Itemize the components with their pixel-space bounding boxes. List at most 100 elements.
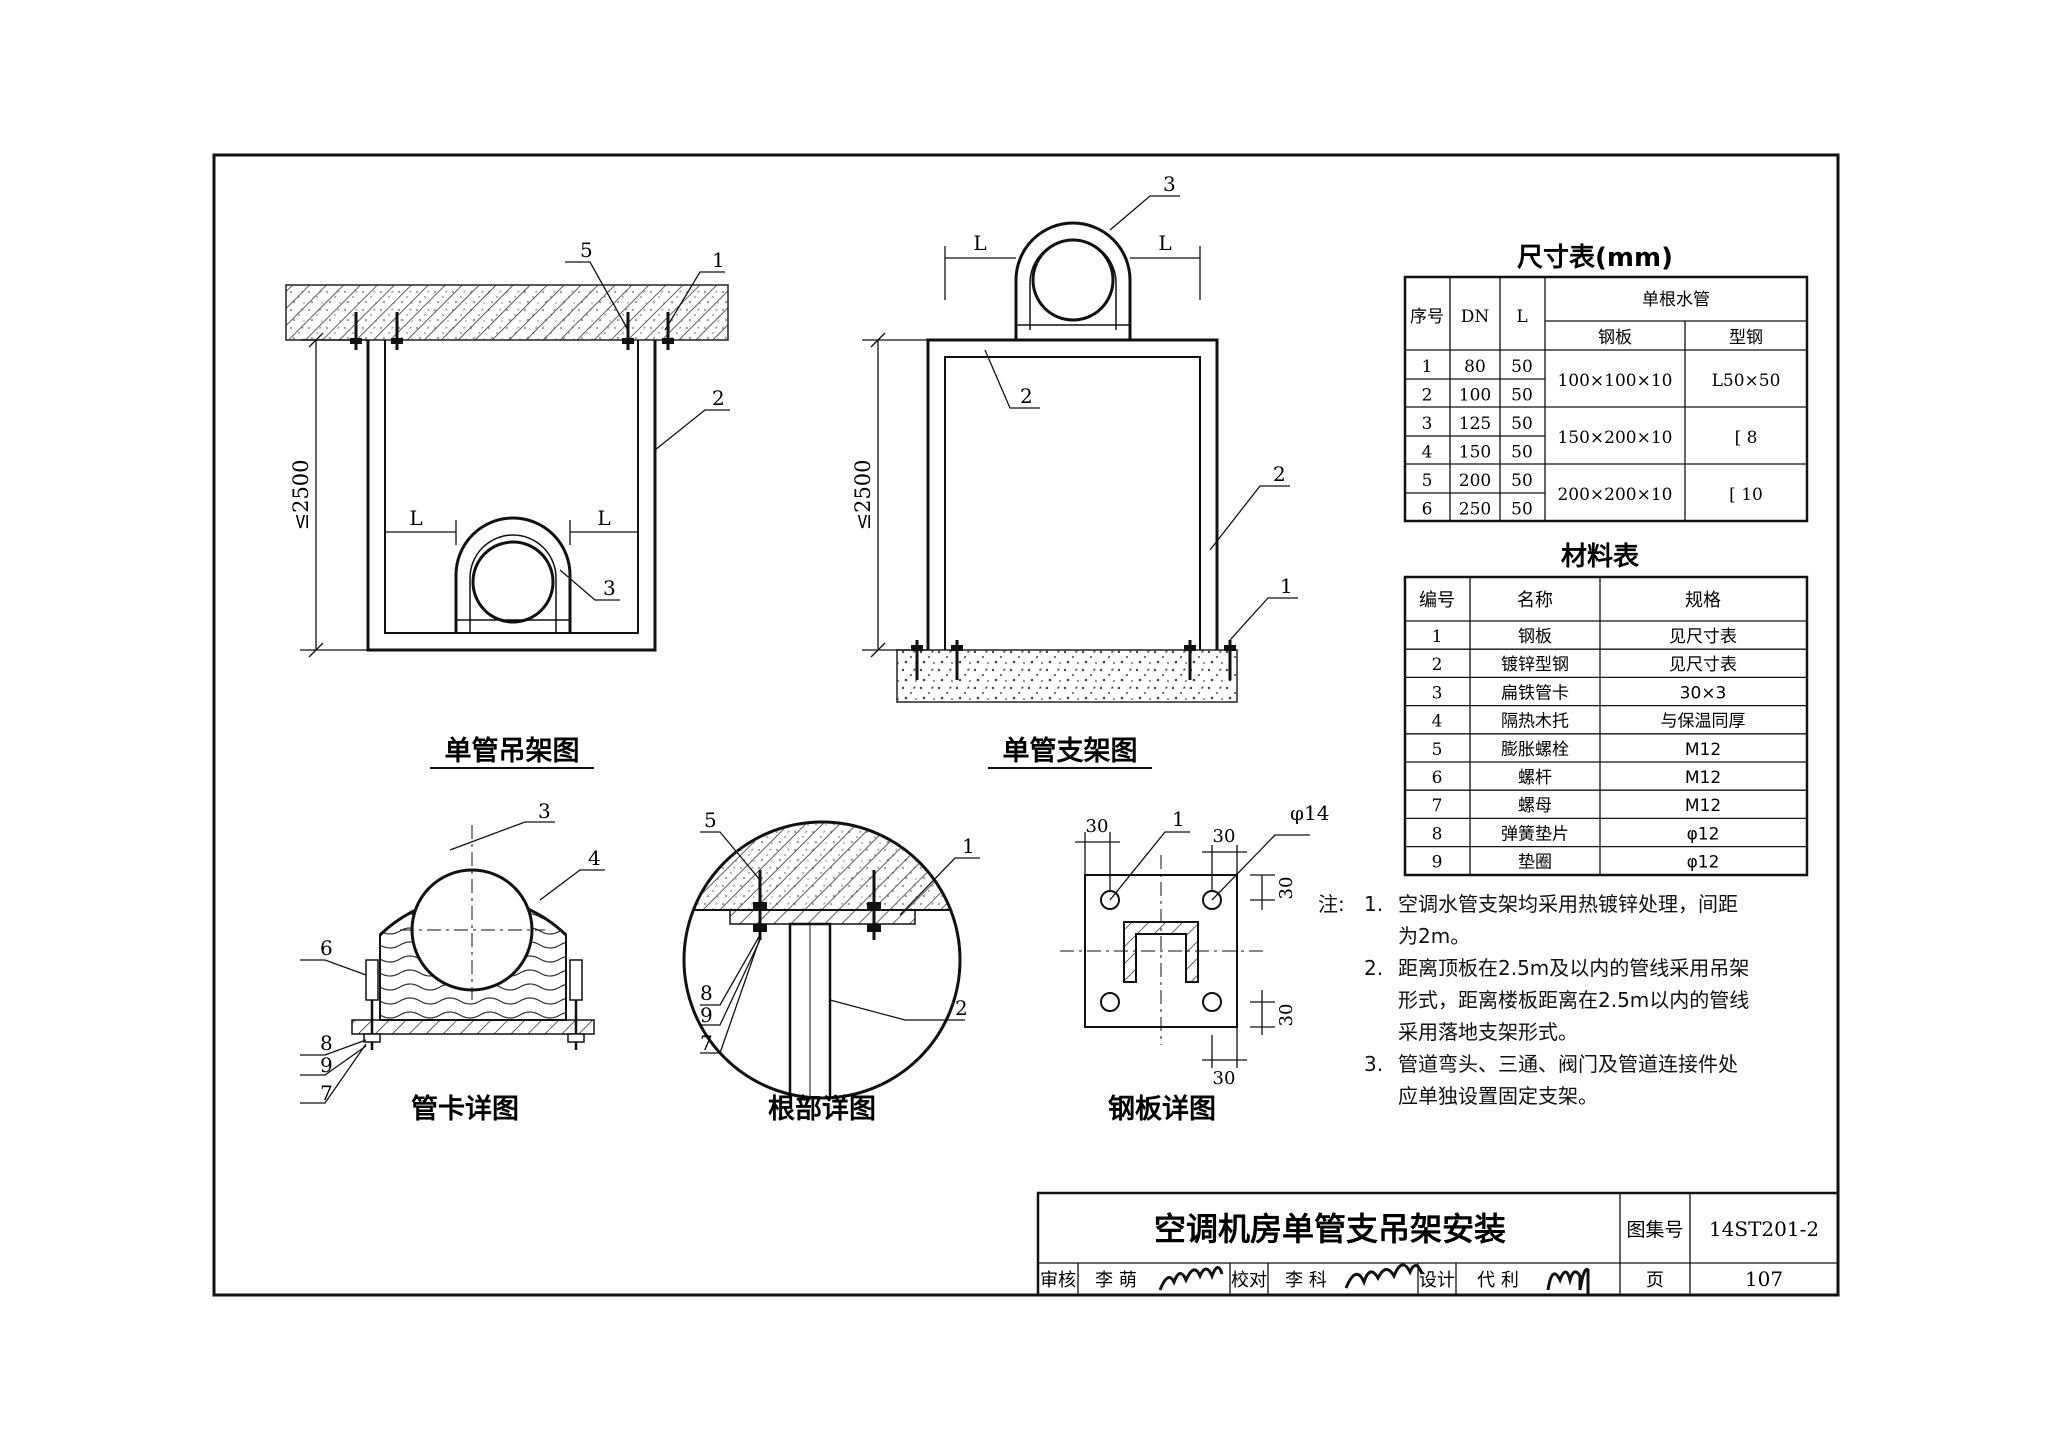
title-block: 空调机房单管支吊架安装 图集号 14ST201-2 审核 李 萌 校对 李 科 … xyxy=(1036,1191,1840,1297)
callout-2-support-b: 2 xyxy=(1273,462,1286,486)
hanger-view: L L ≤2500 1 5 2 3 单管吊架图 xyxy=(285,238,730,769)
size-row-no: 2 xyxy=(1422,386,1433,406)
material-row-no: 6 xyxy=(1432,768,1443,788)
dim-30-top-left: 30 xyxy=(1086,816,1109,837)
pipe xyxy=(471,540,555,624)
material-row-no: 5 xyxy=(1432,740,1443,760)
callout-2-support-a: 2 xyxy=(1020,384,1033,408)
callout-3: 3 xyxy=(603,576,616,600)
hanger-frame xyxy=(366,340,657,652)
callout-8-root: 8 xyxy=(700,981,713,1005)
plate-detail-view: 30 30 30 30 30 1 φ14 钢板详图 xyxy=(1060,801,1329,1125)
designer-name: 代 利 xyxy=(1477,1270,1519,1291)
support-view: L L ≤2500 3 2 2 1 单管支架图 xyxy=(851,172,1298,769)
size-row-no: 5 xyxy=(1422,471,1433,491)
page-label: 页 xyxy=(1646,1270,1664,1291)
callout-3-clamp: 3 xyxy=(538,799,551,823)
dim-l-left-support: L xyxy=(973,231,986,255)
notes-label: 注: xyxy=(1318,892,1345,916)
material-table-title: 材料表 xyxy=(1561,542,1640,572)
material-row-no: 1 xyxy=(1432,627,1443,647)
reviewer-signature xyxy=(1158,1266,1224,1291)
material-row-name: 螺母 xyxy=(1518,796,1552,816)
callout-2-root: 2 xyxy=(955,996,968,1020)
root-detail-view: 5 1 2 8 9 7 根部详图 xyxy=(682,808,980,1125)
size-row-l: 50 xyxy=(1511,386,1533,406)
callout-1-plate: 1 xyxy=(1172,807,1185,831)
check-label: 校对 xyxy=(1231,1270,1267,1291)
size-row-l: 50 xyxy=(1511,443,1533,463)
clamp-base-plate xyxy=(351,1019,595,1035)
size-row-dn: 250 xyxy=(1459,500,1491,520)
material-row-spec: φ12 xyxy=(1687,853,1720,873)
size-col-group: 单根水管 xyxy=(1642,290,1710,310)
note-line: 距离顶板在2.5m及以内的管线采用吊架 xyxy=(1398,956,1750,980)
size-row-dn: 80 xyxy=(1464,357,1486,377)
dim-30-top-right: 30 xyxy=(1213,826,1236,847)
note-1: 注: 1. 空调水管支架均采用热镀锌处理，间距 为2m。 xyxy=(1318,888,1818,952)
pipe-clamp xyxy=(454,516,572,633)
plate-view-title: 钢板详图 xyxy=(1108,1093,1216,1125)
callout-4-clamp: 4 xyxy=(588,846,601,870)
size-row-l: 50 xyxy=(1511,500,1533,520)
material-row-no: 8 xyxy=(1432,824,1443,844)
note-3: 3. 管道弯头、三通、阀门及管道连接件处 应单独设置固定支架。 xyxy=(1318,1048,1818,1112)
support-view-title: 单管支架图 xyxy=(1003,736,1138,767)
callout-1: 1 xyxy=(712,248,725,272)
callout-7-clamp: 7 xyxy=(320,1081,333,1105)
drawing-title: 空调机房单管支吊架安装 xyxy=(1154,1210,1506,1248)
channel-section xyxy=(1123,921,1199,983)
support-pipe xyxy=(1031,238,1115,322)
note-number: 1. xyxy=(1364,892,1384,916)
material-row-no: 7 xyxy=(1432,796,1443,816)
size-row-dn: 100 xyxy=(1459,386,1491,406)
size-group-steel: L50×50 xyxy=(1712,371,1781,391)
material-row-name: 扁铁管卡 xyxy=(1501,683,1569,703)
dim-height-hanger: ≤2500 xyxy=(289,459,313,530)
dim-l-left: L xyxy=(409,506,422,530)
design-label: 设计 xyxy=(1419,1270,1455,1291)
note-line: 形式，距离楼板距离在2.5m以内的管线 xyxy=(1398,988,1750,1012)
note-line: 采用落地支架形式。 xyxy=(1398,1020,1578,1044)
notes-block: 注: 1. 空调水管支架均采用热镀锌处理，间距 为2m。 2. 距离顶板在2.5… xyxy=(1318,888,1818,1112)
callout-1-support: 1 xyxy=(1280,574,1293,598)
callout-1-root: 1 xyxy=(962,834,975,858)
material-row-spec: 见尺寸表 xyxy=(1669,627,1737,647)
note-line: 管道弯头、三通、阀门及管道连接件处 xyxy=(1398,1052,1738,1076)
size-col-no: 序号 xyxy=(1410,307,1444,327)
dim-30-bottom: 30 xyxy=(1213,1068,1236,1089)
material-row-spec: 与保温同厚 xyxy=(1661,712,1746,732)
dim-phi14: φ14 xyxy=(1290,801,1329,825)
material-col-name: 名称 xyxy=(1517,590,1553,611)
callout-6-clamp: 6 xyxy=(320,936,333,960)
review-label: 审核 xyxy=(1040,1270,1076,1291)
clamp-detail-view: 3 4 6 8 9 7 管卡详图 xyxy=(300,799,605,1125)
callout-3-support: 3 xyxy=(1163,172,1176,196)
size-group-plate: 150×200×10 xyxy=(1557,428,1672,448)
size-row-l: 50 xyxy=(1511,414,1533,434)
material-col-spec: 规格 xyxy=(1685,590,1721,611)
callout-5-root: 5 xyxy=(704,808,717,832)
dim-l-right-support: L xyxy=(1158,231,1171,255)
material-row-spec: M12 xyxy=(1685,740,1721,760)
size-group-plate: 100×100×10 xyxy=(1557,371,1672,391)
page-number: 107 xyxy=(1745,1267,1783,1291)
size-col-l: L xyxy=(1516,307,1527,327)
designer-signature xyxy=(1546,1267,1590,1294)
callout-2: 2 xyxy=(712,386,725,410)
material-row-name: 垫圈 xyxy=(1518,853,1552,873)
material-row-name: 钢板 xyxy=(1518,627,1552,647)
note-text: 距离顶板在2.5m及以内的管线采用吊架 形式，距离楼板距离在2.5m以内的管线 … xyxy=(1398,952,1818,1048)
size-group-plate: 200×200×10 xyxy=(1557,485,1672,505)
material-row-no: 9 xyxy=(1432,853,1443,873)
material-row-name: 镀锌型钢 xyxy=(1501,655,1569,675)
callout-7-root: 7 xyxy=(700,1031,713,1055)
dim-l-right: L xyxy=(597,506,610,530)
callout-9-clamp: 9 xyxy=(320,1053,333,1077)
size-group-steel: [ 10 xyxy=(1729,485,1763,505)
hanger-view-title: 单管吊架图 xyxy=(445,736,580,767)
